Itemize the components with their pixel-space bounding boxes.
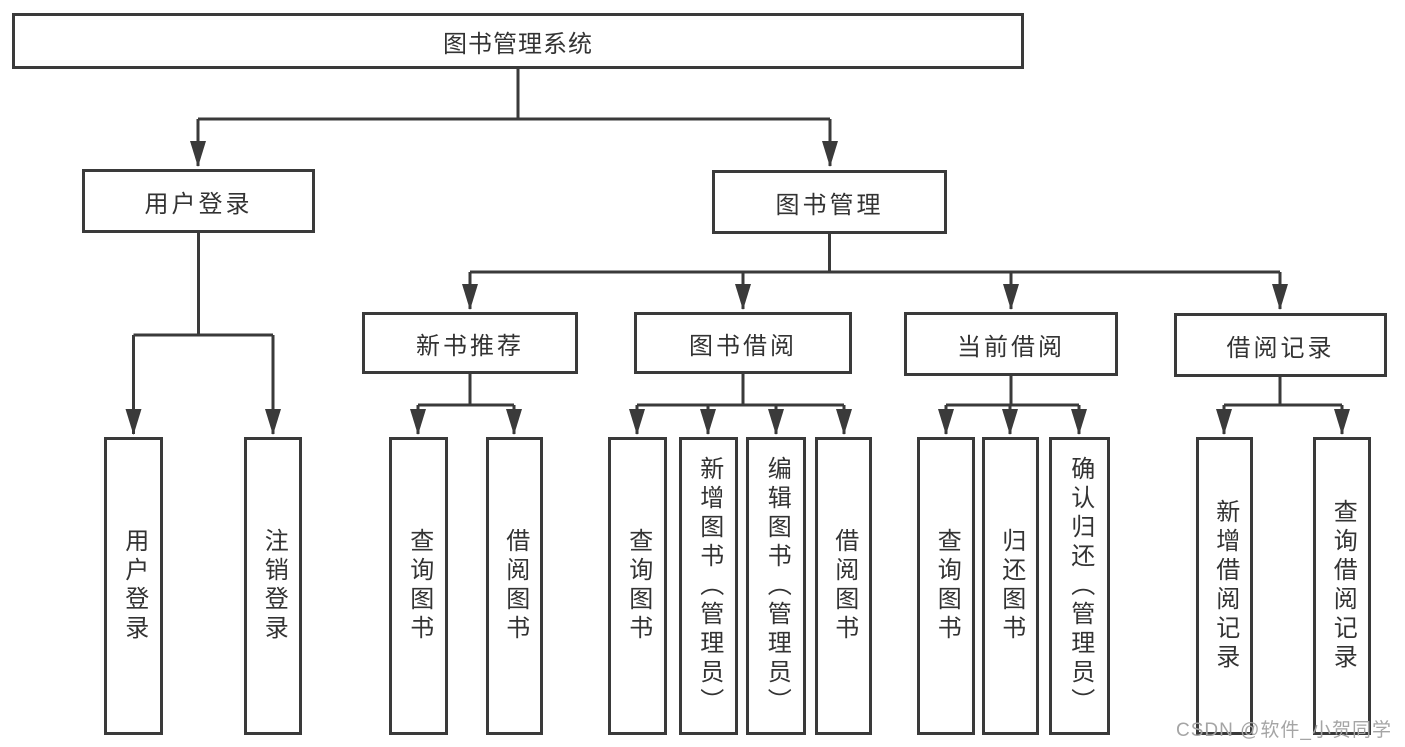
node-label: 图书借阅: [689, 332, 797, 360]
node-book-management: 图书管理: [712, 170, 947, 234]
node-label: 图书管理: [775, 191, 884, 219]
node-leaf-query-book-1: 查询图书: [389, 437, 448, 735]
node-label: 借阅记录: [1226, 334, 1335, 362]
connector-book-management-to-level3: [462, 234, 1288, 310]
node-leaf-edit-book-admin: 编辑图书（管理员）: [746, 437, 806, 735]
node-leaf-query-book-2: 查询图书: [608, 437, 667, 735]
node-label: 借阅图书: [501, 528, 529, 644]
node-label: 查询图书: [933, 528, 961, 644]
node-label: 当前借阅: [957, 333, 1065, 361]
node-leaf-add-borrow-record: 新增借阅记录: [1196, 437, 1253, 735]
node-label: 查询图书: [624, 528, 652, 644]
node-leaf-user-login: 用户登录: [104, 437, 163, 735]
node-leaf-query-book-3: 查询图书: [917, 437, 975, 735]
node-user-login: 用户登录: [82, 169, 315, 233]
node-label: 注销登录: [260, 528, 288, 644]
node-label: 归还图书: [997, 528, 1025, 644]
node-label: 确认归还（管理员）: [1066, 455, 1094, 717]
node-label: 查询图书: [405, 528, 433, 644]
node-label: 新增借阅记录: [1211, 499, 1239, 673]
node-label: 用户登录: [144, 190, 253, 218]
csdn-watermark: CSDN @软件_小贺同学: [1176, 720, 1392, 741]
connector-book-borrow-children: [629, 374, 852, 435]
connector-new-book-children: [410, 374, 522, 435]
node-label: 借阅图书: [830, 528, 858, 644]
node-new-book-recommend: 新书推荐: [362, 312, 578, 374]
node-leaf-query-borrow-record: 查询借阅记录: [1313, 437, 1371, 735]
node-current-borrow: 当前借阅: [904, 312, 1118, 376]
node-label: 新书推荐: [416, 332, 524, 360]
connector-root-to-level2: [190, 69, 838, 167]
node-library-management-system: 图书管理系统: [12, 13, 1024, 69]
node-leaf-borrow-book-1: 借阅图书: [486, 437, 543, 735]
node-label: 编辑图书（管理员）: [763, 455, 791, 717]
connector-borrow-record-children: [1216, 377, 1350, 435]
node-leaf-return-book: 归还图书: [982, 437, 1039, 735]
node-label: 图书管理系统: [443, 30, 593, 58]
connector-current-borrow-children: [938, 376, 1087, 435]
node-leaf-borrow-book-2: 借阅图书: [815, 437, 872, 735]
node-label: 用户登录: [120, 528, 148, 644]
node-leaf-confirm-return-admin: 确认归还（管理员）: [1049, 437, 1110, 735]
connector-user-login-children: [125, 233, 281, 435]
node-label: 查询借阅记录: [1329, 499, 1357, 673]
node-book-borrow: 图书借阅: [634, 312, 852, 374]
node-leaf-add-book-admin: 新增图书（管理员）: [679, 437, 738, 735]
node-label: 新增图书（管理员）: [695, 455, 723, 717]
node-borrow-record: 借阅记录: [1174, 313, 1387, 377]
node-leaf-logout: 注销登录: [244, 437, 302, 735]
